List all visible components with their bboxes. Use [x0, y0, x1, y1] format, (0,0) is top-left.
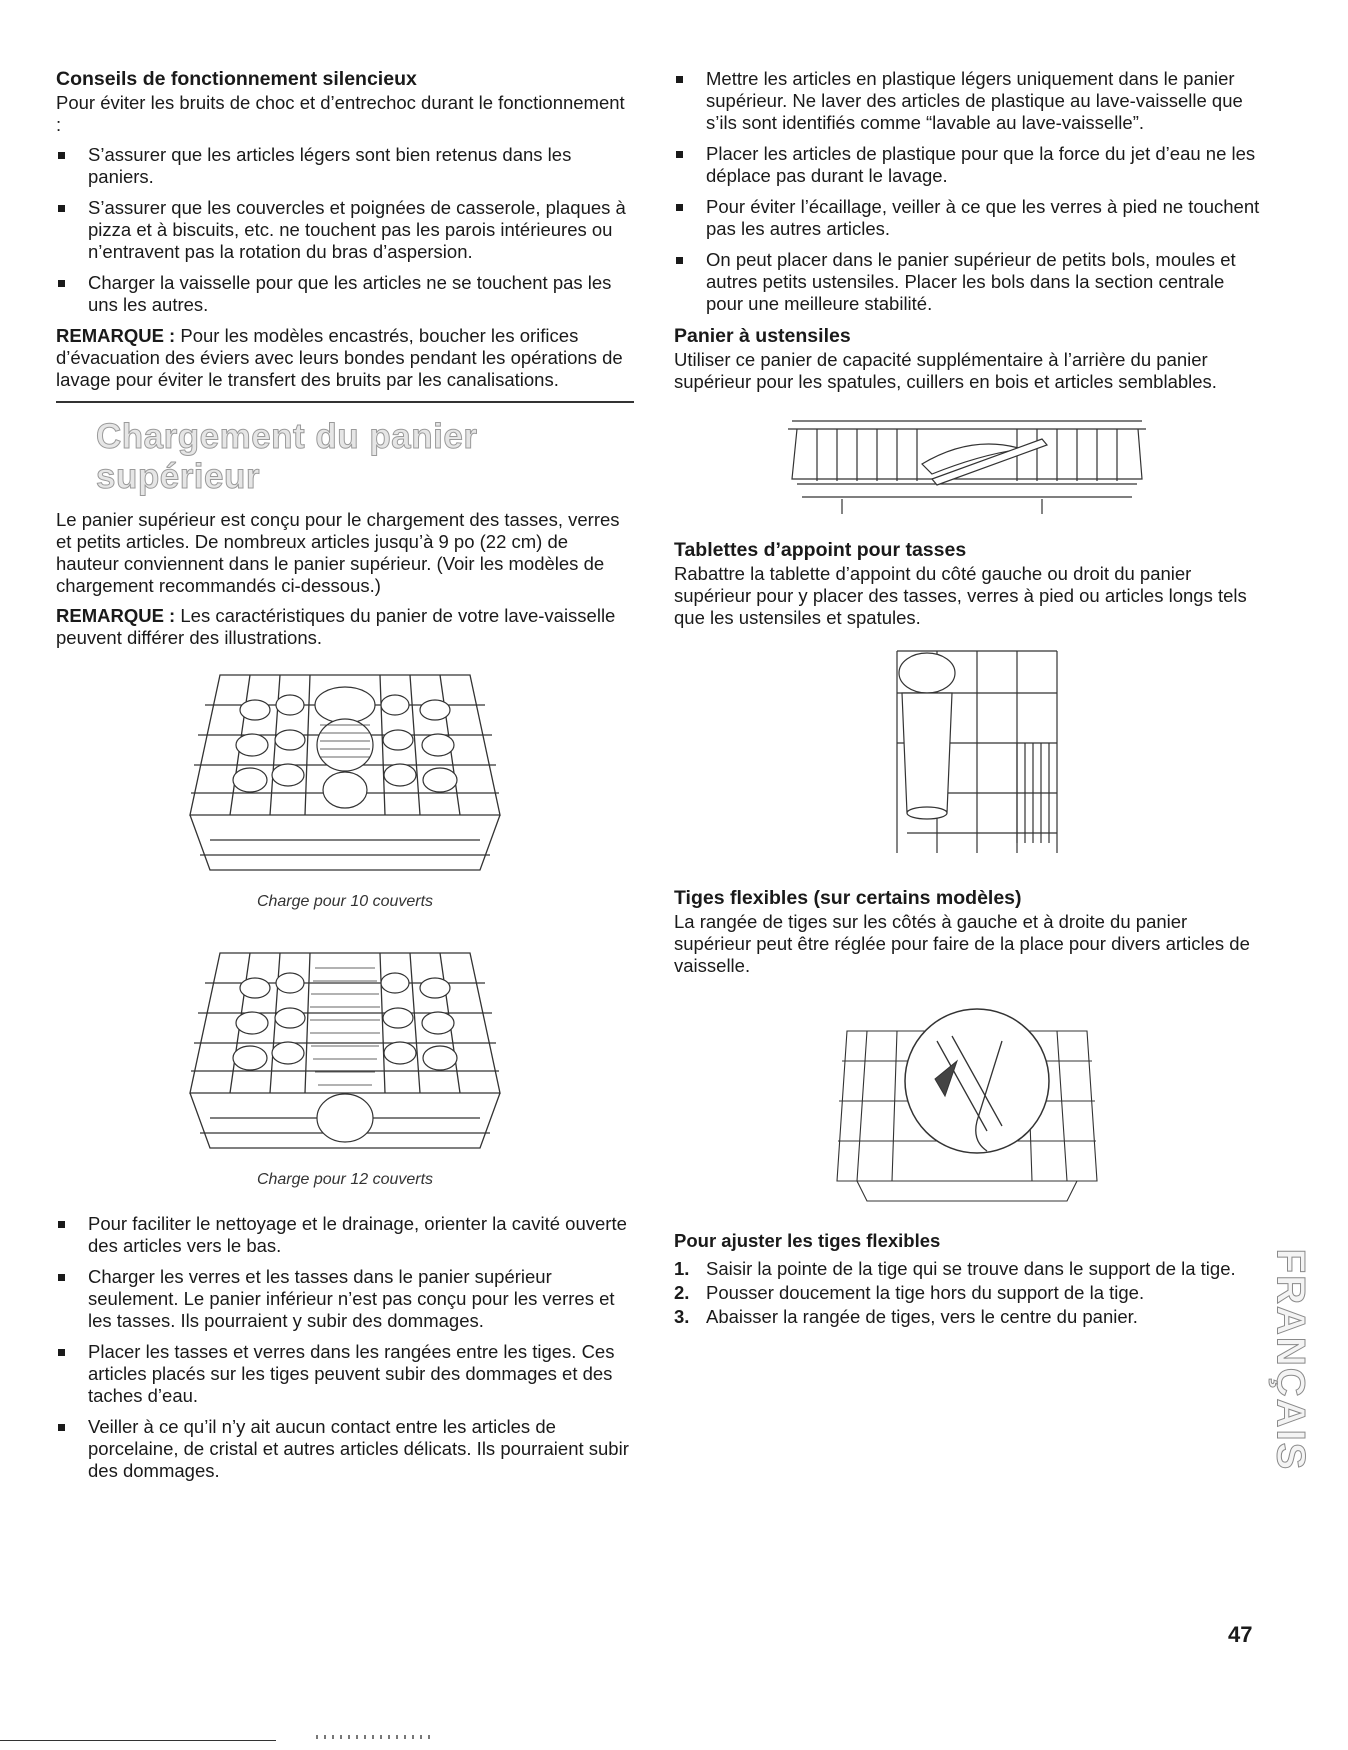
- list-item: Placer les articles de plastique pour qu…: [674, 143, 1260, 187]
- upper-rack-note: REMARQUE : Les caractéristiques du panie…: [56, 605, 634, 649]
- list-item: S’assurer que les articles légers sont b…: [56, 144, 634, 188]
- left-column: Conseils de fonctionnement silencieux Po…: [56, 68, 634, 1491]
- rack-illustration-10: Charge pour 10 couverts: [56, 665, 634, 913]
- rack-illustration-12: Charge pour 12 couverts: [56, 943, 634, 1191]
- right-column: Mettre les articles en plastique légers …: [674, 68, 1260, 1330]
- section-divider: [56, 401, 634, 403]
- utensil-basket-drawing: [788, 420, 1146, 514]
- flexible-tines-drawing: [836, 1008, 1098, 1202]
- list-item: On peut placer dans le panier supérieur …: [674, 249, 1260, 315]
- quiet-operation-intro: Pour éviter les bruits de choc et d’entr…: [56, 92, 625, 135]
- adjust-tines-heading: Pour ajuster les tiges flexibles: [674, 1230, 941, 1251]
- language-tab: FRANÇAIS: [1258, 1190, 1322, 1530]
- step-item: 3. Abaisser la rangée de tiges, vers le c…: [674, 1306, 1260, 1328]
- note-label: REMARQUE :: [56, 605, 176, 626]
- section-title: Chargement du panier supérieur: [96, 417, 478, 497]
- flexible-tines-heading: Tiges flexibles (sur certains modèles): [674, 887, 1022, 909]
- flexible-tines-illustration: [674, 1001, 1260, 1211]
- list-item: Pour faciliter le nettoyage et le draina…: [56, 1213, 634, 1257]
- rack-10-caption: Charge pour 10 couverts: [256, 893, 434, 910]
- cup-shelves-heading: Tablettes d’appoint pour tasses: [674, 539, 967, 561]
- note-text: Pour les modèles encastrés, boucher les …: [56, 325, 623, 390]
- cup-shelf-drawing: [896, 650, 1058, 853]
- list-item: Pour éviter l’écaillage, veiller à ce qu…: [674, 196, 1260, 240]
- step-text: Pousser doucement la tige hors du suppor…: [706, 1282, 1145, 1303]
- utensil-basket-heading: Panier à ustensiles: [674, 325, 851, 347]
- upper-rack-intro: Le panier supérieur est conçu pour le ch…: [56, 509, 620, 596]
- footer-rule: [0, 1740, 276, 1741]
- step-item: 2. Pousser doucement la tige hors du supp…: [674, 1282, 1260, 1304]
- step-number: 1.: [674, 1258, 690, 1279]
- footer-marks: [316, 1735, 436, 1739]
- flexible-tines-text: La rangée de tiges sur les côtés à gauch…: [674, 911, 1250, 976]
- list-item: Mettre les articles en plastique légers …: [674, 68, 1260, 134]
- list-item: Charger les verres et les tasses dans le…: [56, 1266, 634, 1332]
- list-item: S’assurer que les couvercles et poignées…: [56, 197, 634, 263]
- list-item: Charger la vaisselle pour que les articl…: [56, 272, 634, 316]
- adjust-tines-steps: 1. Saisir la pointe de la tige qui se tro…: [674, 1258, 1260, 1328]
- note-text: Les caractéristiques du panier de votre …: [56, 605, 616, 648]
- step-item: 1. Saisir la pointe de la tige qui se tro…: [674, 1258, 1260, 1280]
- rack-12-caption: Charge pour 12 couverts: [256, 1171, 434, 1188]
- upper-rack-list: Pour faciliter le nettoyage et le draina…: [56, 1213, 634, 1482]
- cup-shelf-illustration: [674, 643, 1260, 863]
- quiet-operation-note: REMARQUE : Pour les modèles encastrés, b…: [56, 325, 634, 391]
- list-item: Placer les tasses et verres dans les ran…: [56, 1341, 634, 1407]
- quiet-operation-heading: Conseils de fonctionnement silencieux: [56, 68, 417, 90]
- rack-10-drawing: [189, 674, 501, 871]
- utensil-basket-text: Utiliser ce panier de capacité supplémen…: [674, 349, 1217, 392]
- language-tab-label: FRANÇAIS: [1268, 1248, 1313, 1472]
- step-number: 2.: [674, 1282, 690, 1303]
- note-label: REMARQUE :: [56, 325, 176, 346]
- step-text: Saisir la pointe de la tige qui se trouv…: [706, 1258, 1236, 1279]
- step-number: 3.: [674, 1306, 690, 1327]
- upper-rack-list-continued: Mettre les articles en plastique légers …: [674, 68, 1260, 315]
- page-number: 47: [1228, 1622, 1253, 1647]
- list-item: Veiller à ce qu’il n’y ait aucun contact…: [56, 1416, 634, 1482]
- quiet-operation-list: S’assurer que les articles légers sont b…: [56, 144, 634, 316]
- utensil-basket-illustration: [674, 409, 1260, 519]
- step-text: Abaisser la rangée de tiges, vers le cen…: [706, 1306, 1138, 1327]
- rack-12-drawing: [189, 952, 501, 1149]
- cup-shelves-text: Rabattre la tablette d’appoint du côté g…: [674, 563, 1247, 628]
